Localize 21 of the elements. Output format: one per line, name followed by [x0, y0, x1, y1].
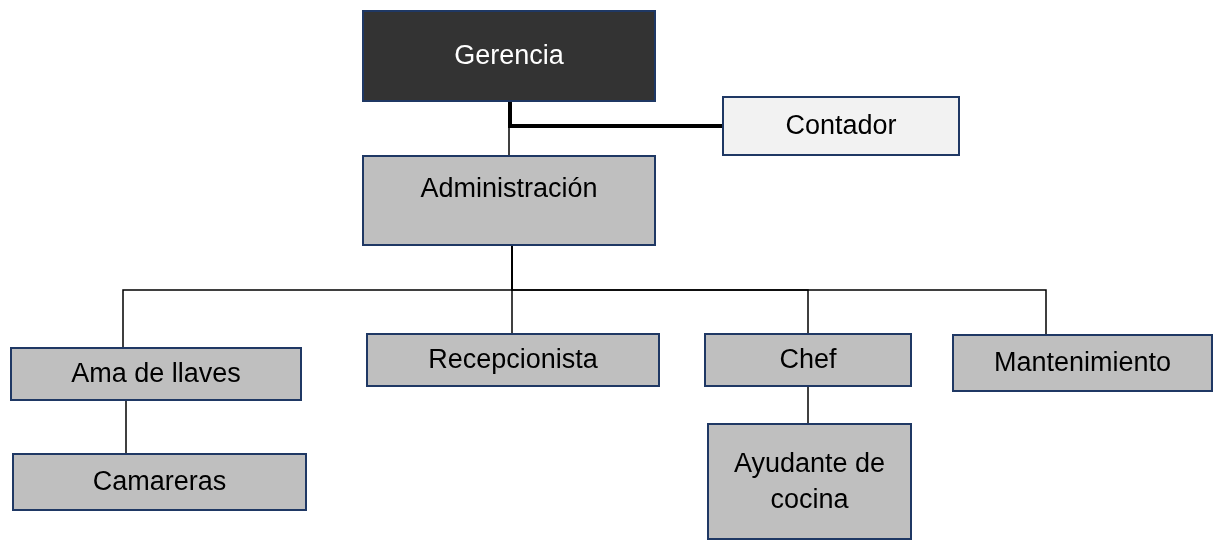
connector-line [508, 102, 722, 128]
box-label: Ama de llaves [70, 357, 242, 391]
org-box [362, 10, 656, 102]
box-label: Camareras [91, 465, 228, 499]
box-label: Administración [419, 172, 599, 205]
org-box [366, 333, 660, 387]
box-label: Mantenimiento [992, 346, 1173, 380]
org-box [10, 347, 302, 401]
org-box [12, 453, 307, 511]
box-label: Recepcionista [427, 343, 599, 377]
box-label: Ayudante de cocina [732, 447, 887, 516]
box-label: Contador [784, 109, 898, 143]
org-box [362, 155, 656, 246]
org-box [707, 423, 912, 540]
box-label: Gerencia [453, 39, 565, 73]
org-box [704, 333, 912, 387]
connector-line [125, 400, 127, 454]
box-label: Chef [778, 343, 838, 377]
connector-line [807, 386, 809, 424]
org-box [722, 96, 960, 156]
org-box [952, 334, 1213, 392]
